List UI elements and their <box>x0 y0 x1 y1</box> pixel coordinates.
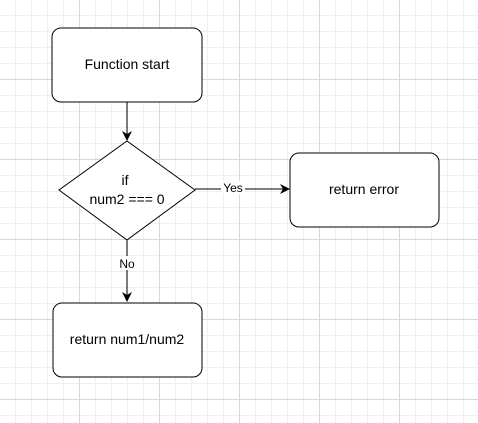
start-node[interactable]: Function start <box>51 27 203 103</box>
error-node[interactable]: return error <box>289 152 440 228</box>
error-node-label: return error <box>329 181 399 197</box>
edge-yes-label-bg <box>221 181 245 194</box>
start-node-label: Function start <box>85 56 170 72</box>
result-node-label: return num1/num2 <box>70 331 185 347</box>
edge-no-label: No <box>119 257 135 271</box>
decision-node-label-line1: if <box>122 172 129 188</box>
edge-no-label-bg <box>116 256 138 270</box>
result-node[interactable]: return num1/num2 <box>52 302 203 378</box>
decision-node[interactable]: if num2 === 0 <box>58 140 196 241</box>
result-node-box <box>52 302 203 378</box>
decision-node-label-line2: num2 === 0 <box>89 191 164 207</box>
error-node-box <box>289 152 440 228</box>
edge-yes-label: Yes <box>223 181 243 195</box>
